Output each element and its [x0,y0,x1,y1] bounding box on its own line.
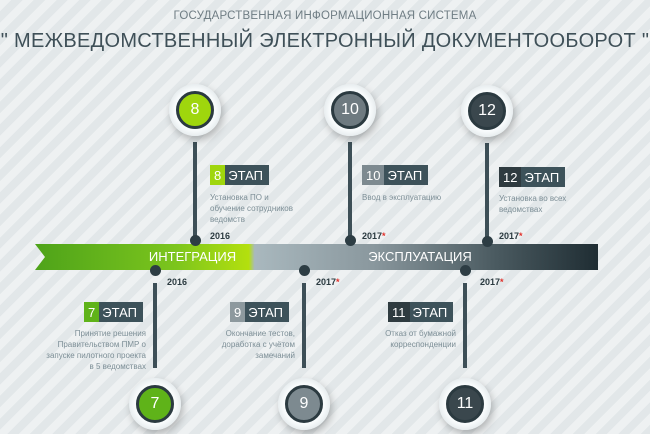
stage-9-year: 2017* [316,277,340,287]
stage-8-year: 2016 [210,231,231,241]
page-title: " МЕЖВЕДОМСТВЕННЫЙ ЭЛЕКТРОННЫЙ ДОКУМЕНТО… [0,30,650,52]
stage-8-circle: 8 [169,84,221,136]
timeline-dot [150,265,161,276]
stage-8-desc: Установка ПО и обучение сотрудников ведо… [210,193,293,224]
phase-operation: ЭКСПЛУАТАЦИЯ [368,249,472,264]
timeline-dot [190,235,201,246]
connector-line [485,143,489,238]
connector-line [153,283,157,368]
connector-line [348,142,352,237]
stage-10-desc: Ввод в эксплуатацию [362,193,442,202]
stage-12-year: 2017* [499,231,523,241]
phase-integration: ИНТЕГРАЦИЯ [148,249,237,264]
timeline-dot [299,265,310,276]
stage-10-circle: 10 [324,84,376,136]
timeline-dot [460,265,471,276]
stage-7-circle: 7 [129,378,181,430]
timeline-bar [35,244,598,270]
connector-line [463,283,467,368]
timeline-dot [482,236,493,247]
stage-7-desc: Принятие решения Правительством ПМР о за… [46,329,146,371]
subtitle: ГОСУДАРСТВЕННАЯ ИНФОРМАЦИОННАЯ СИСТЕМА [173,10,477,22]
connector-line [302,283,306,368]
stage-11-circle: 11 [439,378,491,430]
stage-12-circle: 12 [461,85,513,137]
stage-9-desc: Окончание тестов, доработка с учётом зам… [221,329,295,360]
stage-10-year: 2017* [362,231,386,241]
timeline-dot [345,235,356,246]
stage-7-year: 2016 [167,277,188,287]
stage-11-year: 2017* [480,277,504,287]
connector-line [193,142,197,237]
stage-12-desc: Установка во всех ведомствах [499,194,567,214]
stage-9-circle: 9 [278,378,330,430]
stage-11-desc: Отказ от бумажной корреспонденции [385,329,456,349]
